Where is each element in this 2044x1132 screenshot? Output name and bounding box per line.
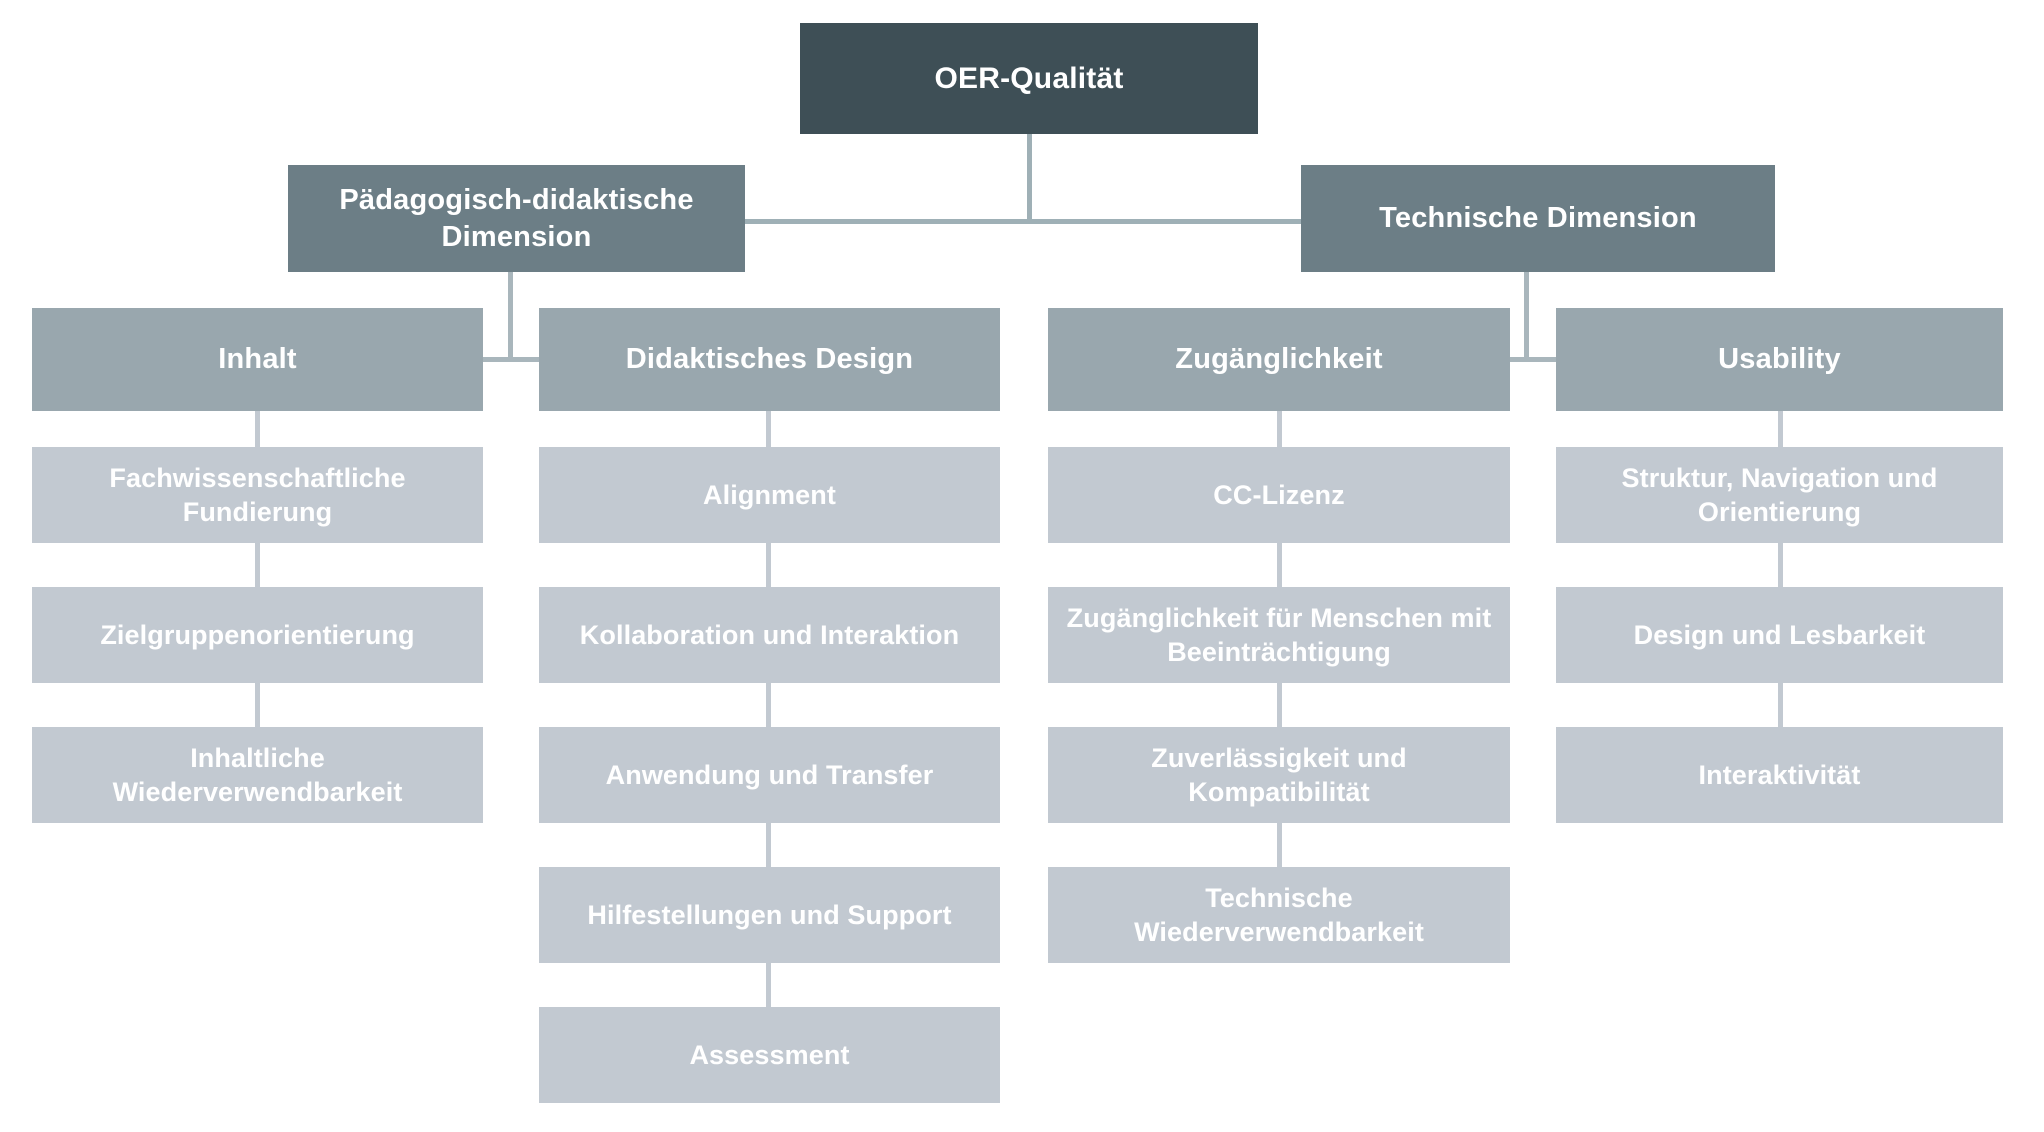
leaf-hilfestellungen-und-support[interactable]: Hilfestellungen und Support	[539, 867, 1000, 963]
connector-left-dimension-stem	[508, 272, 513, 360]
leaf-struktur-navigation-und-orientierung[interactable]: Struktur, Navigation und Orientierung	[1556, 447, 2003, 543]
connector-spine-column-2	[766, 411, 771, 1039]
leaf-cc-lizenz[interactable]: CC-Lizenz	[1048, 447, 1510, 543]
connector-left-category-bar	[483, 357, 539, 362]
node-zugaenglichkeit[interactable]: Zugänglichkeit	[1048, 308, 1510, 411]
node-technische-dimension[interactable]: Technische Dimension	[1301, 165, 1775, 272]
connector-root-stem	[1027, 134, 1032, 222]
leaf-kollaboration-und-interaktion[interactable]: Kollaboration und Interaktion	[539, 587, 1000, 683]
connector-right-dimension-stem	[1524, 272, 1529, 360]
node-oer-qualitaet[interactable]: OER-Qualität	[800, 23, 1258, 134]
node-didaktisches-design[interactable]: Didaktisches Design	[539, 308, 1000, 411]
connector-right-category-bar	[1510, 357, 1556, 362]
leaf-interaktivitaet[interactable]: Interaktivität	[1556, 727, 2003, 823]
leaf-zielgruppenorientierung[interactable]: Zielgruppenorientierung	[32, 587, 483, 683]
leaf-anwendung-und-transfer[interactable]: Anwendung und Transfer	[539, 727, 1000, 823]
node-paedagogisch-didaktische-dimension[interactable]: Pädagogisch-didaktische Dimension	[288, 165, 745, 272]
leaf-zuverlaessigkeit-und-kompatibilitaet[interactable]: Zuverlässigkeit und Kompatibilität	[1048, 727, 1510, 823]
leaf-technische-wiederverwendbarkeit[interactable]: Technische Wiederverwendbarkeit	[1048, 867, 1510, 963]
leaf-alignment[interactable]: Alignment	[539, 447, 1000, 543]
leaf-design-und-lesbarkeit[interactable]: Design und Lesbarkeit	[1556, 587, 2003, 683]
node-usability[interactable]: Usability	[1556, 308, 2003, 411]
leaf-fachwissenschaftliche-fundierung[interactable]: Fachwissenschaftliche Fundierung	[32, 447, 483, 543]
leaf-zugaenglichkeit-fuer-menschen-mit-beeintraechtigung[interactable]: Zugänglichkeit für Menschen mit Beeinträ…	[1048, 587, 1510, 683]
connector-root-bar	[745, 219, 1301, 224]
leaf-assessment[interactable]: Assessment	[539, 1007, 1000, 1103]
leaf-inhaltliche-wiederverwendbarkeit[interactable]: Inhaltliche Wiederverwendbarkeit	[32, 727, 483, 823]
node-inhalt[interactable]: Inhalt	[32, 308, 483, 411]
